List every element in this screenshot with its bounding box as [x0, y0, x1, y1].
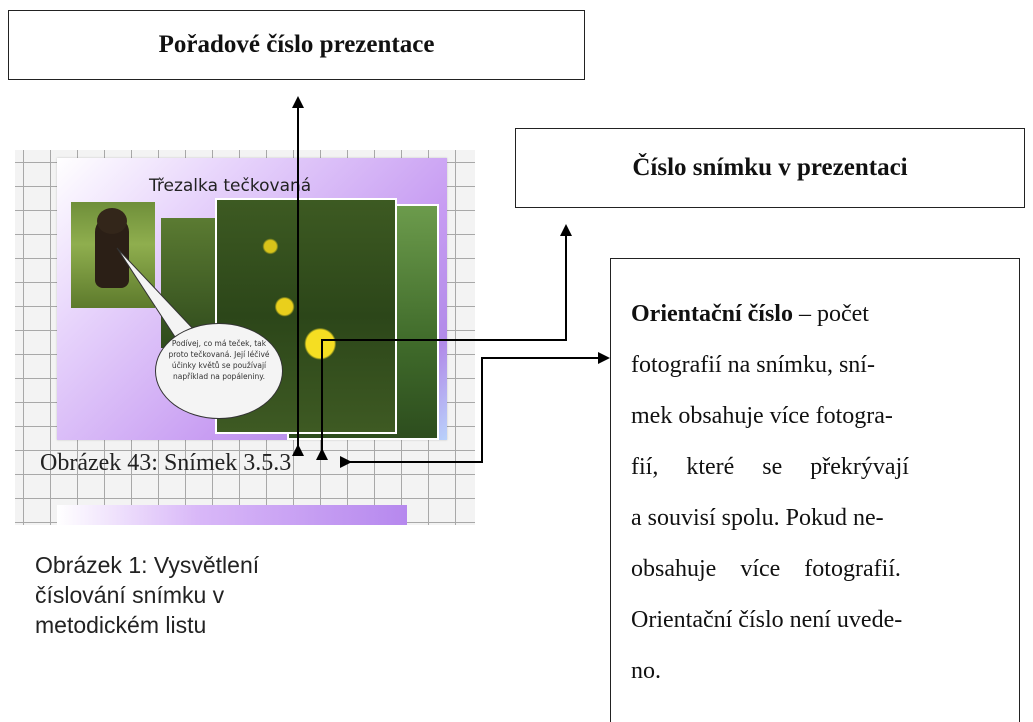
orientation-line-1: Orientační číslo – počet [631, 289, 999, 340]
orientation-term: Orientační číslo [631, 301, 793, 327]
arrow-slide-number [316, 224, 572, 460]
orientation-line-4: fií, které se překrývají [631, 454, 909, 480]
figure-caption: Obrázek 1: Vysvětlení číslování snímku v… [35, 552, 260, 638]
arrow-orientation-number [340, 352, 610, 468]
orientation-line-1-text: – počet [792, 301, 869, 327]
orientation-line-6: obsahuje více fotografií. [631, 556, 901, 582]
thumbnail-caption: Obrázek 43: Snímek 3.5.3 [40, 450, 292, 476]
orientation-number-box: Orientační číslo – počet fotografií na s… [610, 258, 1020, 722]
presentation-order-box: Pořadové číslo prezentace [8, 10, 585, 80]
dog-head-shape [97, 208, 127, 234]
next-slide-strip [57, 505, 407, 525]
slide-number-label: Číslo snímku v prezentaci [632, 154, 908, 181]
orientation-line-5: a souvisí spolu. Pokud ne- [631, 505, 884, 531]
dog-photo [71, 202, 155, 308]
orientation-line-7: Orientační číslo není uvede- [631, 607, 903, 633]
orientation-line-3: mek obsahuje více fotogra- [631, 403, 893, 429]
presentation-order-label: Pořadové číslo prezentace [158, 31, 435, 58]
slide-title: Třezalka tečkovaná [149, 176, 312, 196]
orientation-line-2: fotografií na snímku, sní- [631, 352, 875, 378]
orientation-line-8: no. [631, 658, 661, 684]
speech-bubble: Podívej, co má teček, tak proto tečkovan… [155, 323, 283, 419]
slide-number-box: Číslo snímku v prezentaci [515, 128, 1025, 208]
